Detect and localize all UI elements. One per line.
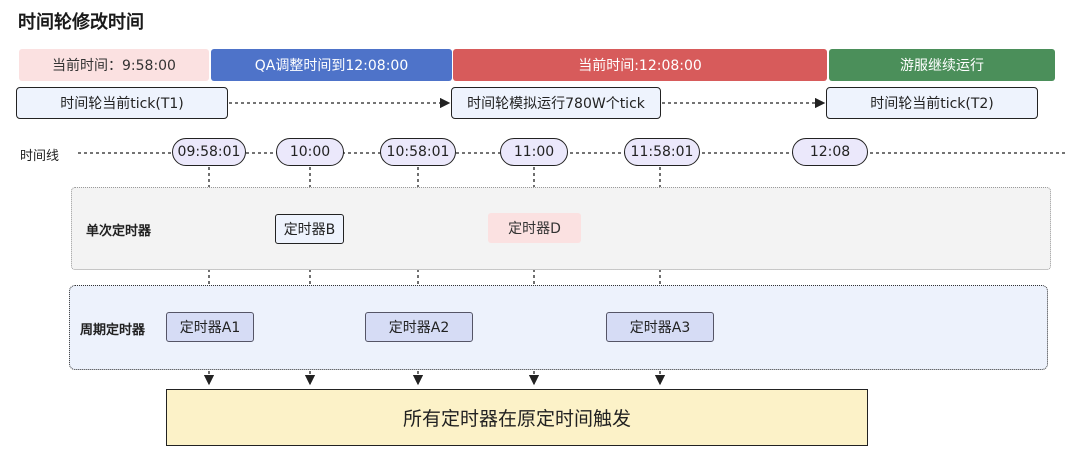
timeline-point: 12:08 <box>792 138 868 166</box>
timer-a2: 定时器A2 <box>365 312 473 342</box>
result-box: 所有定时器在原定时间触发 <box>166 389 868 446</box>
diagram-title: 时间轮修改时间 <box>18 12 144 33</box>
timer-a1: 定时器A1 <box>166 312 254 342</box>
phase-server-continue: 游服继续运行 <box>829 49 1055 81</box>
timeline-point: 10:58:01 <box>380 138 456 166</box>
tick-box-t1: 时间轮当前tick(T1) <box>16 87 228 119</box>
timeline-point: 09:58:01 <box>172 138 246 166</box>
timeline-label: 时间线 <box>20 149 60 164</box>
phase-new-time: 当前时间:12:08:00 <box>453 49 827 81</box>
periodic-timer-label: 周期定时器 <box>80 323 146 338</box>
timer-a3: 定时器A3 <box>606 312 714 342</box>
single-timer-label: 单次定时器 <box>86 224 152 239</box>
phase-qa-adjust: QA调整时间到12:08:00 <box>211 49 452 81</box>
timer-b: 定时器B <box>275 214 344 244</box>
timer-d: 定时器D <box>488 213 581 243</box>
timeline-point: 10:00 <box>276 138 344 166</box>
timeline-point: 11:00 <box>500 138 568 166</box>
phase-current-time: 当前时间：9:58:00 <box>19 49 209 81</box>
tick-box-simulate: 时间轮模拟运行780W个tick <box>451 87 661 119</box>
timeline-point: 11:58:01 <box>624 138 700 166</box>
tick-box-t2: 时间轮当前tick(T2) <box>826 87 1038 119</box>
